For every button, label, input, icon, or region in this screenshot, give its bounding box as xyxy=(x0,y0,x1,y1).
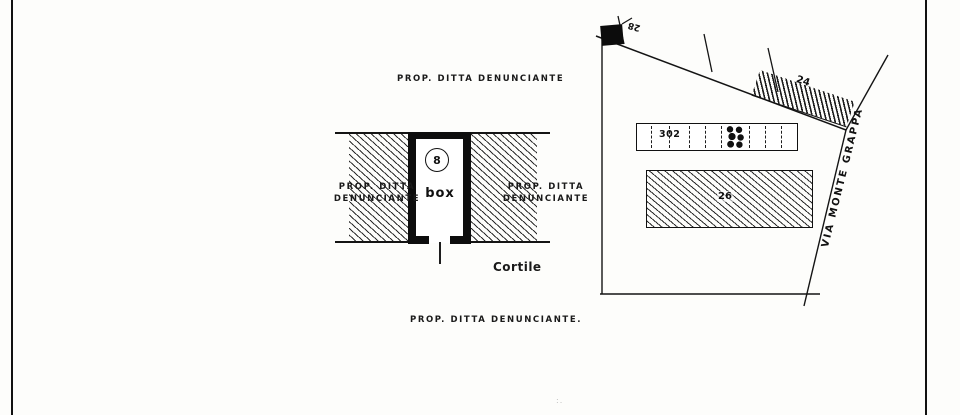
strip-divider xyxy=(689,126,690,148)
parcel-302-strip: 302 xyxy=(636,123,798,151)
boundary-line-top-right xyxy=(471,132,550,134)
sheet-border-right xyxy=(925,0,927,415)
sheet-border-left xyxy=(11,0,13,415)
boundary-line-top-left xyxy=(335,132,413,134)
site-plan: 28 24 302 26 VIA MONTE GRAPPA xyxy=(588,8,908,308)
garage-detail-plan: 8 box xyxy=(335,128,550,264)
parcel-26-building: 26 xyxy=(646,170,813,228)
box-door-jamb-right xyxy=(450,236,463,244)
scan-smudge: :. xyxy=(556,396,564,405)
strip-divider xyxy=(749,126,750,148)
hatch-adjacent-property-left xyxy=(349,134,413,241)
courtyard-label: Cortile xyxy=(493,260,542,274)
strip-divider xyxy=(669,126,670,148)
left-property-caption-line2: DENUNCIANTE xyxy=(333,194,421,204)
strip-divider xyxy=(781,126,782,148)
unit-number-badge: 8 xyxy=(425,148,449,172)
center-axis-tick xyxy=(439,242,441,264)
parcel-26-label: 26 xyxy=(717,191,733,202)
right-property-caption-line2: DENUNCIANTE xyxy=(502,194,590,204)
box-wall-top xyxy=(408,132,471,139)
strip-divider xyxy=(705,126,706,148)
hatch-adjacent-property-right xyxy=(471,134,537,241)
parcel-302-label: 302 xyxy=(659,129,681,140)
boundary-line-bottom-right xyxy=(463,241,550,243)
strip-divider xyxy=(765,126,766,148)
detail-top-caption: PROP. DITTA DENUNCIANTE xyxy=(397,74,565,84)
left-property-caption-line1: PROP. DITTA xyxy=(338,182,416,192)
parcel-302-filled-cell xyxy=(725,125,745,149)
strip-divider xyxy=(651,126,652,148)
boundary-line-bottom-left xyxy=(335,241,427,243)
detail-bottom-caption: PROP. DITTA DENUNCIANTE. xyxy=(410,315,583,325)
site-plan-linework xyxy=(595,15,889,307)
box-door-jamb-left xyxy=(416,236,429,244)
box-wall-left xyxy=(408,132,416,244)
right-property-caption-line1: PROP. DITTA xyxy=(507,182,585,192)
box-wall-right xyxy=(463,132,471,244)
box-label: box xyxy=(425,186,455,201)
strip-divider xyxy=(721,126,722,148)
parcel-28-footprint xyxy=(600,24,624,46)
